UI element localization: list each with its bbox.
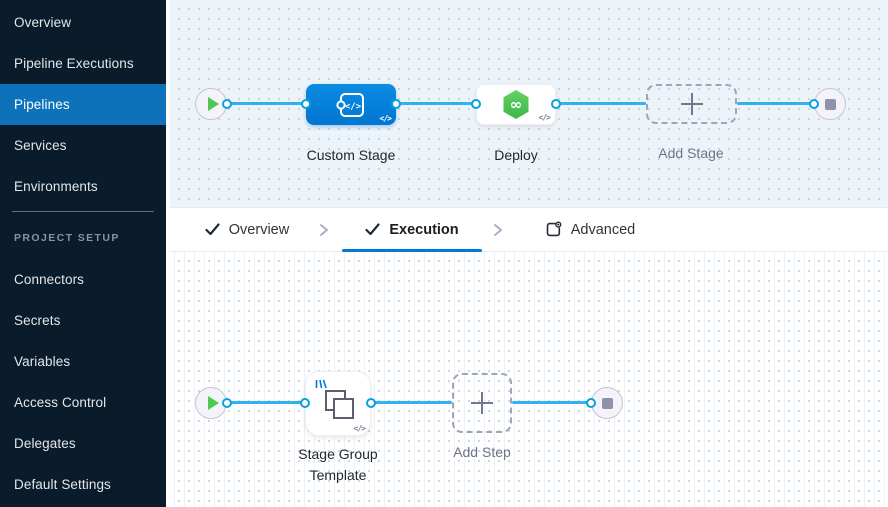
pipeline-end-node[interactable] (814, 88, 846, 120)
port-custom-stage-in[interactable] (301, 99, 311, 109)
edge-stage-group-to-add-step (371, 401, 452, 404)
tab-advanced-label: Advanced (570, 221, 636, 238)
port-end-in[interactable] (586, 398, 596, 408)
main-area: </> </> Custom Stage ∞ </> Deplo (166, 0, 888, 507)
svg-text:</>: </> (345, 102, 362, 112)
active-tab-underline (342, 249, 482, 252)
sidebar-item-pipelines[interactable]: Pipelines (0, 84, 166, 125)
sidebar-item-connectors[interactable]: Connectors (14, 272, 85, 287)
tab-overview-label: Overview (228, 221, 290, 238)
edge-deploy-to-add-stage (556, 102, 646, 105)
plus-icon (680, 93, 703, 115)
port-stage-group-in[interactable] (300, 398, 310, 408)
sidebar-item-access-control[interactable]: Access Control (14, 395, 107, 410)
check-icon (365, 223, 380, 236)
sidebar-item-services[interactable]: Services (14, 138, 67, 153)
edge-add-step-to-end (512, 401, 591, 404)
port-end-in[interactable] (809, 99, 819, 109)
code-view-badge[interactable]: </> (353, 424, 366, 433)
add-step-button[interactable] (452, 373, 512, 433)
svg-text:∞: ∞ (510, 96, 523, 114)
stage-graph-canvas[interactable]: </> </> Custom Stage ∞ </> Deplo (170, 0, 888, 207)
edge-add-stage-to-end (737, 102, 815, 105)
port-deploy-out[interactable] (551, 99, 561, 109)
sidebar-item-default-settings[interactable]: Default Settings (14, 477, 111, 492)
sidebar-item-variables[interactable]: Variables (14, 354, 71, 369)
sidebar-item-delegates[interactable]: Delegates (14, 436, 76, 451)
overlapping-squares-icon (325, 389, 354, 419)
port-custom-stage-out[interactable] (391, 99, 401, 109)
edge-custom-stage-to-deploy (396, 102, 476, 105)
edge-start-to-stage-group (227, 401, 305, 404)
template-badge-icon (315, 379, 327, 389)
custom-stage-code-icon: </> (336, 92, 364, 117)
deploy-stage-label: Deploy (494, 147, 538, 163)
sidebar-item-overview[interactable]: Overview (14, 15, 72, 30)
edge-start-to-custom-stage (227, 102, 306, 105)
execution-start-node[interactable] (195, 387, 227, 419)
play-icon (207, 97, 219, 111)
project-setup-section-label: PROJECT SETUP (14, 232, 120, 244)
advanced-settings-icon (546, 221, 562, 237)
pipeline-start-node[interactable] (195, 88, 227, 120)
stage-group-template-label: Stage Group Template (298, 446, 378, 483)
play-icon (207, 396, 219, 410)
tab-execution[interactable]: Execution (342, 208, 482, 252)
plus-icon (471, 392, 493, 414)
chevron-right-icon (491, 208, 505, 251)
tab-execution-label: Execution (389, 221, 459, 238)
stage-group-template-node[interactable]: </> (305, 371, 371, 436)
execution-graph-canvas[interactable]: </> Stage Group Template Add Step (170, 252, 888, 507)
port-stage-group-out[interactable] (366, 398, 376, 408)
custom-stage-label: Custom Stage (306, 147, 396, 163)
sidebar-item-secrets[interactable]: Secrets (14, 313, 61, 328)
deploy-stage-node[interactable]: ∞ </> (476, 84, 556, 125)
port-start-out[interactable] (222, 398, 232, 408)
sidebar-divider (12, 211, 154, 212)
port-start-out[interactable] (222, 99, 232, 109)
sidebar-item-pipeline-executions[interactable]: Pipeline Executions (14, 56, 134, 71)
code-view-badge[interactable]: </> (538, 113, 551, 122)
add-stage-button[interactable] (646, 84, 737, 124)
add-stage-label: Add Stage (658, 145, 724, 161)
sidebar: Overview Pipeline Executions Pipelines S… (0, 0, 166, 507)
sidebar-item-environments[interactable]: Environments (14, 179, 98, 194)
stop-icon (824, 98, 836, 110)
stage-config-tabbar: Overview Execution (170, 207, 888, 252)
add-step-label: Add Step (453, 444, 511, 460)
tab-advanced[interactable]: Advanced (520, 208, 660, 251)
stop-icon (601, 397, 613, 409)
chevron-right-icon (317, 208, 331, 251)
custom-stage-node[interactable]: </> </> (306, 84, 396, 125)
tab-overview[interactable]: Overview (196, 208, 298, 251)
code-view-badge[interactable]: </> (379, 114, 392, 123)
port-deploy-in[interactable] (471, 99, 481, 109)
cd-hexagon-icon: ∞ (503, 90, 529, 119)
check-icon (205, 223, 220, 236)
